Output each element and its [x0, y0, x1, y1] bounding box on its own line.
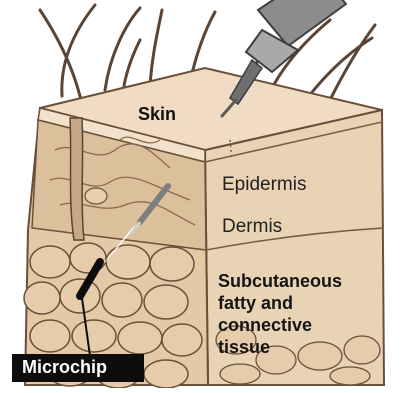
- subcutaneous-label-line-1: Subcutaneous: [218, 270, 342, 292]
- subcutaneous-label: Subcutaneous fatty and connective tissue: [218, 270, 342, 358]
- subcutaneous-label-line-4: tissue: [218, 336, 342, 358]
- hair-follicle: [70, 118, 84, 240]
- subcutaneous-label-line-3: connective: [218, 314, 342, 336]
- dermis-label: Dermis: [222, 216, 282, 238]
- skin-label: Skin: [138, 104, 176, 125]
- sebaceous-gland: [85, 188, 107, 204]
- epidermis-label: Epidermis: [222, 174, 306, 196]
- microchip-label: Microchip: [22, 357, 107, 378]
- subcutaneous-label-line-2: fatty and: [218, 292, 342, 314]
